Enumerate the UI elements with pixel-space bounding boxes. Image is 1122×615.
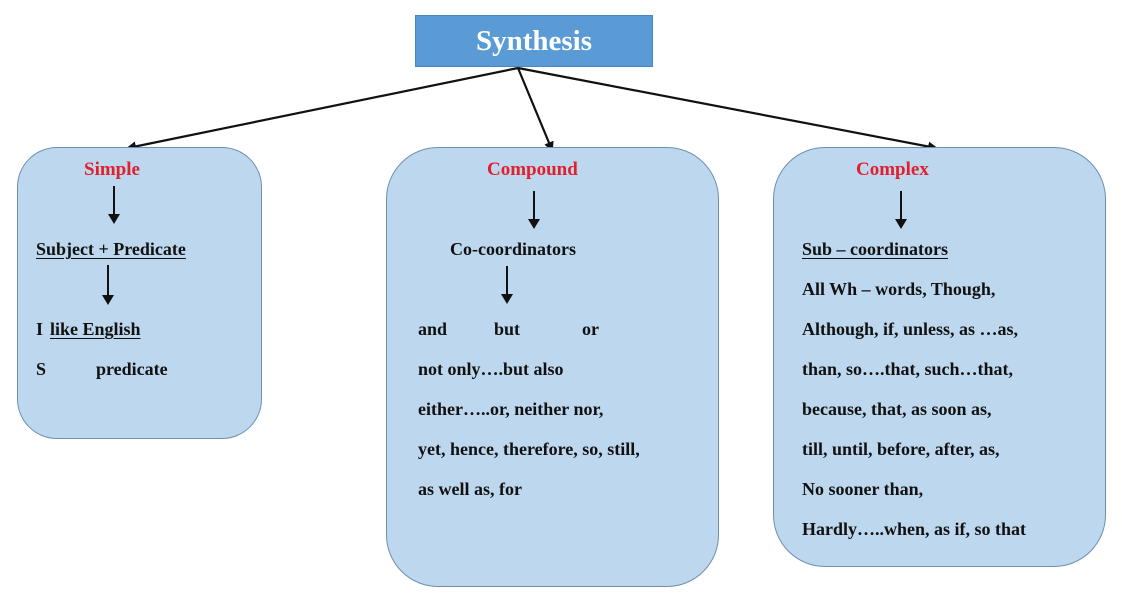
down-arrow-icon (102, 265, 114, 305)
compound-word-or: or (582, 319, 599, 339)
complex-line: till, until, before, after, as, (802, 439, 1000, 459)
down-arrow-icon (501, 266, 513, 304)
complex-line: than, so….that, such…that, (802, 359, 1014, 379)
simple-example-subject: I (36, 319, 44, 339)
simple-label-subject: S (36, 359, 47, 379)
synthesis-title-box: Synthesis (415, 15, 653, 67)
arrow-to-complex (517, 66, 938, 152)
compound-word-but: but (494, 319, 521, 339)
simple-example-predicate: like English (50, 319, 141, 339)
down-arrow-icon (528, 191, 540, 229)
simple-label-predicate: predicate (96, 359, 168, 379)
complex-line: No sooner than, (802, 479, 924, 499)
down-arrow-icon (895, 191, 907, 229)
compound-word-and: and (418, 319, 448, 339)
complex-heading: Complex (856, 159, 929, 180)
compound-line: not only….but also (418, 359, 564, 379)
compound-heading: Compound (487, 159, 578, 180)
compound-subheading: Co-coordinators (450, 239, 576, 259)
complex-line: because, that, as soon as, (802, 399, 992, 419)
compound-line: yet, hence, therefore, so, still, (418, 439, 640, 459)
diagram-title: Synthesis (475, 24, 593, 57)
complex-line: All Wh – words, Though, (802, 279, 996, 299)
complex-line: Hardly…..when, as if, so that (802, 519, 1027, 539)
compound-card (386, 147, 719, 587)
arrow-to-simple (126, 66, 519, 152)
arrow-to-compound (516, 67, 554, 152)
complex-line: Although, if, unless, as …as, (802, 319, 1019, 339)
compound-line: as well as, for (418, 479, 522, 499)
simple-heading: Simple (84, 159, 140, 180)
complex-card (773, 147, 1106, 567)
simple-structure: Subject + Predicate (36, 239, 186, 259)
compound-line: either…..or, neither nor, (418, 399, 604, 419)
complex-subheading: Sub – coordinators (802, 239, 949, 259)
simple-card (17, 147, 262, 439)
down-arrow-icon (108, 186, 120, 224)
